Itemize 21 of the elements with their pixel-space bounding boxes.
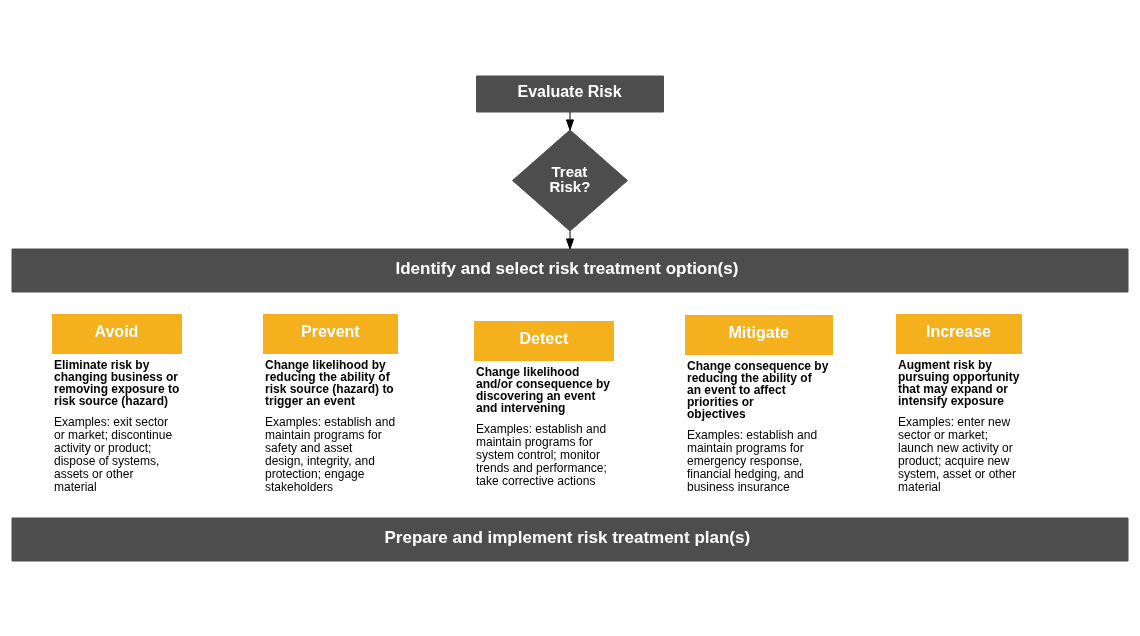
node-box: Avoid (52, 313, 182, 354)
node-diamond: Treat Risk? (512, 129, 628, 231)
node-label: Augment risk by pursuing opportunity that may expand or intensify exposure (898, 357, 1020, 408)
node-label: Examples: exit sector or market; discontinue activity or product; dispose of systems, assets or other material (54, 414, 173, 494)
node-box: Identify and select risk treatment option(s) (11, 248, 1129, 292)
node-label: Examples: enter new sector or market; launch new activity or product; acquire new system, asset or other material (898, 414, 1017, 494)
node-box: Increase (896, 313, 1022, 354)
node-box: Detect (474, 320, 614, 361)
node-box: Prevent (263, 313, 398, 354)
node-label: Examples: establish and maintain programs for emergency response, financial hedging, and business insurance (687, 427, 818, 494)
node-label: Change likelihood and/or consequence by discovering an event and intervening (476, 364, 611, 415)
arrow (566, 230, 574, 249)
node-label: Change consequence by reducing the ability of an event to affect priorities or objectives (687, 358, 829, 421)
node-label: Examples: establish and maintain programs for safety and asset design, integrity, and protection; engage stakeholders (265, 414, 396, 494)
node-label: Eliminate risk by changing business or removing exposure to risk source (hazard) (54, 357, 180, 408)
node-box: Evaluate Risk (476, 75, 664, 112)
arrow (566, 111, 574, 130)
node-box: Mitigate (685, 314, 833, 355)
node-box: Prepare and implement risk treatment plan(s) (11, 517, 1129, 561)
node-label: Change likelihood by reducing the ability of risk source (hazard) to trigger an event (265, 357, 394, 408)
node-label: Examples: establish and maintain programs for system control; monitor trends and performance; take corrective actions (476, 421, 607, 488)
